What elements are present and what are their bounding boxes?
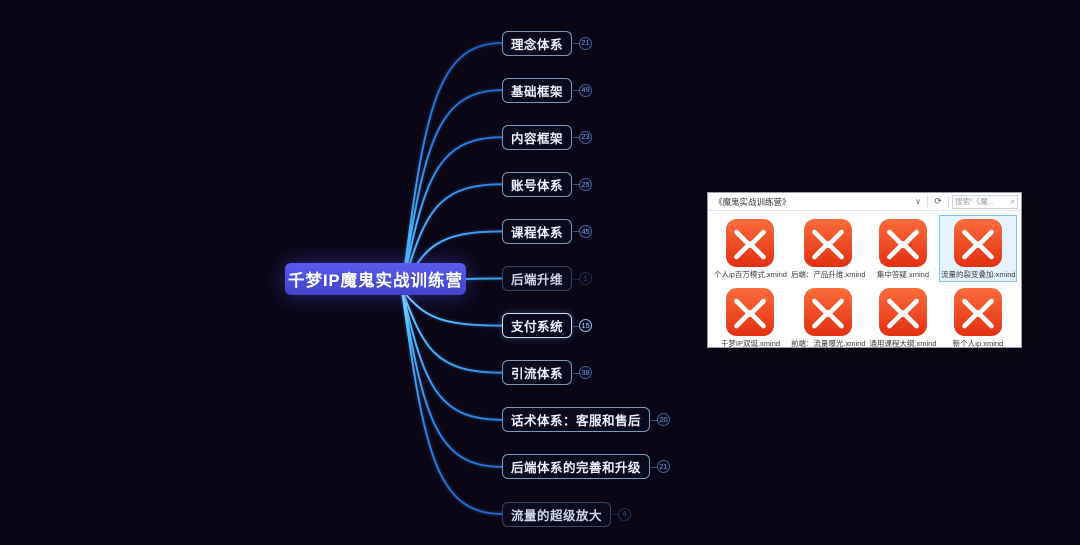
- topic-count-badge[interactable]: 49: [573, 83, 592, 97]
- file-item-8[interactable]: 新个人ip.xmind: [939, 284, 1017, 351]
- root-topic-label: 千梦IP魔鬼实战训练营: [287, 272, 464, 290]
- branch-topic-label: 后端体系的完善和升级: [511, 461, 642, 476]
- topic-count-badge[interactable]: 21: [651, 460, 670, 474]
- branch-topic-label: 后端升维: [511, 273, 564, 287]
- topic-count-value: 45: [581, 226, 590, 236]
- topic-count-value: 1: [583, 273, 588, 283]
- topic-count-value: 20: [659, 415, 668, 425]
- topic-count-value: 38: [581, 367, 590, 377]
- file-item-7[interactable]: 通用课程大纲.xmind: [867, 284, 939, 351]
- topic-count-value: 21: [659, 462, 668, 472]
- file-name: 千梦IP双诞.xmind: [720, 339, 781, 348]
- root-topic[interactable]: 千梦IP魔鬼实战训练营: [285, 263, 466, 295]
- topic-count-value: 25: [581, 179, 590, 189]
- branch-topic-label: 引流体系: [511, 367, 564, 382]
- topic-count-value: 15: [581, 320, 590, 330]
- branch-topic-label: 账号体系: [511, 178, 564, 193]
- topic-count-badge[interactable]: 23: [573, 130, 592, 144]
- xmind-file-icon: [803, 219, 852, 267]
- search-placeholder-text: 搜索"《魔...: [955, 197, 994, 206]
- address-text: 《魔鬼实战训练营》: [714, 196, 791, 207]
- file-name: 个人ip百万模式.xmind: [714, 270, 787, 279]
- topic-count-value: 23: [581, 132, 590, 142]
- branch-topic-label: 理念体系: [511, 37, 564, 52]
- file-name: 通用课程大纲.xmind: [869, 339, 937, 348]
- file-name: 后端：产品升维.xmind: [790, 270, 865, 279]
- branch-curve: [401, 289, 503, 327]
- file-name: 新个人ip.xmind: [952, 339, 1004, 348]
- file-item-4[interactable]: 流量的裂变叠加.xmind: [939, 215, 1017, 282]
- file-item-1[interactable]: 个人ip百万模式.xmind: [712, 215, 789, 282]
- branch-curve: [401, 289, 503, 468]
- branch-topic-8[interactable]: 引流体系: [502, 360, 573, 386]
- xmind-file-icon: [726, 219, 775, 267]
- xmind-file-icon: [879, 288, 927, 336]
- topic-count-badge[interactable]: 25: [573, 177, 592, 191]
- branch-topic-10[interactable]: 后端体系的完善和升级: [502, 454, 651, 480]
- topic-count-badge[interactable]: 45: [573, 224, 592, 238]
- branch-curve: [401, 289, 503, 515]
- xmind-file-icon: [726, 288, 775, 336]
- branch-topic-7[interactable]: 支付系统: [502, 313, 573, 339]
- branch-topic-label: 内容框架: [511, 131, 564, 146]
- branch-curve: [401, 42, 503, 291]
- branch-curve: [401, 289, 503, 374]
- branch-curve: [401, 289, 503, 421]
- address-field[interactable]: 《魔鬼实战训练营》 ∨: [711, 195, 924, 208]
- topic-count-badge[interactable]: 38: [573, 366, 592, 380]
- file-item-6[interactable]: 前端：流量曝光.xmind: [789, 284, 867, 351]
- search-input[interactable]: 搜索"《魔... ⌕: [952, 194, 1018, 209]
- xmind-file-icon: [954, 288, 1002, 336]
- file-item-5[interactable]: 千梦IP双诞.xmind: [712, 284, 789, 351]
- topic-count-badge[interactable]: 15: [573, 319, 592, 333]
- file-name: 流量的裂变叠加.xmind: [941, 270, 1015, 279]
- topic-count-badge[interactable]: 1: [573, 272, 592, 285]
- topic-count-value: 4: [622, 509, 627, 519]
- refresh-button[interactable]: ⟳: [934, 196, 942, 206]
- branch-topic-5[interactable]: 课程体系: [502, 218, 573, 244]
- topic-count-value: 49: [581, 85, 590, 95]
- xmind-file-icon: [954, 219, 1002, 267]
- branch-curve-glow: [399, 40, 503, 291]
- branch-topic-1[interactable]: 理念体系: [502, 30, 573, 56]
- toolbar-divider: [927, 196, 928, 207]
- branch-topic-label: 基础框架: [511, 84, 564, 99]
- branch-topic-label: 支付系统: [511, 320, 564, 335]
- file-item-2[interactable]: 后端：产品升维.xmind: [789, 215, 867, 282]
- toolbar-divider: [948, 196, 949, 207]
- topic-count-value: 21: [581, 38, 590, 48]
- file-name: 集中答疑.xmind: [876, 270, 930, 279]
- branch-topic-9[interactable]: 话术体系：客服和售后: [502, 407, 651, 433]
- branch-topic-label: 流量的超级放大: [511, 508, 603, 523]
- branch-topic-4[interactable]: 账号体系: [502, 171, 573, 197]
- search-icon: ⌕: [1010, 196, 1015, 206]
- file-item-3[interactable]: 集中答疑.xmind: [867, 215, 939, 282]
- branch-topic-label: 话术体系：客服和售后: [511, 414, 642, 429]
- xmind-file-icon: [803, 288, 852, 336]
- topic-count-badge[interactable]: 20: [651, 413, 670, 427]
- topic-count-badge[interactable]: 21: [573, 36, 592, 50]
- xmind-file-icon: [879, 219, 927, 267]
- file-name: 前端：流量曝光.xmind: [790, 339, 865, 348]
- topic-count-badge[interactable]: 4: [612, 507, 631, 521]
- branch-topic-3[interactable]: 内容框架: [502, 124, 573, 150]
- branch-topic-2[interactable]: 基础框架: [502, 77, 573, 103]
- explorer-toolbar: 《魔鬼实战训练营》 ∨ ⟳ 搜索"《魔... ⌕: [708, 193, 1021, 211]
- branch-topic-label: 课程体系: [511, 225, 564, 240]
- branch-topic-6[interactable]: 后端升维: [502, 266, 573, 291]
- branch-curve: [401, 136, 503, 291]
- branch-topic-11[interactable]: 流量的超级放大: [502, 501, 612, 527]
- branch-curve: [401, 89, 503, 291]
- chevron-down-icon[interactable]: ∨: [915, 197, 921, 206]
